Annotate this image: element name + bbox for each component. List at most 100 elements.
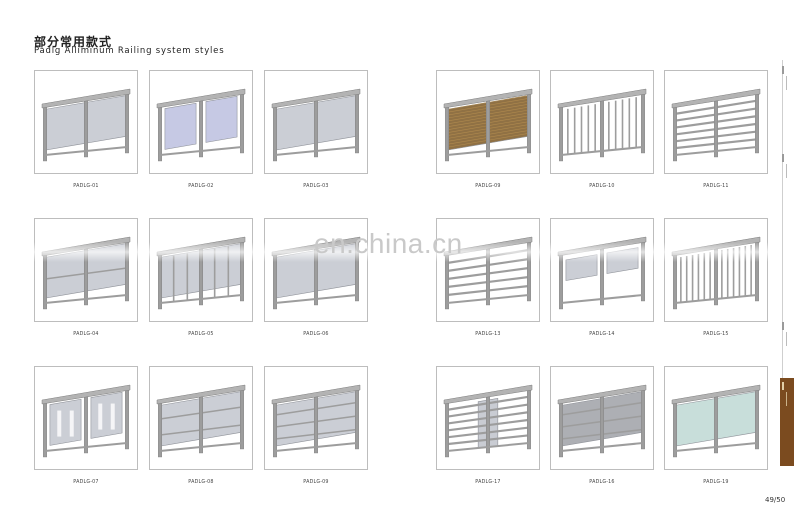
product-card[interactable] <box>664 366 768 470</box>
railing-panel <box>205 95 238 143</box>
railing-post <box>526 386 531 450</box>
railing-post <box>272 104 277 162</box>
product-card[interactable] <box>149 366 253 470</box>
mesh-line <box>489 101 528 109</box>
railing-post <box>314 97 319 158</box>
mesh-line <box>448 102 487 110</box>
railing-panel <box>46 102 85 151</box>
railing-post <box>672 400 677 458</box>
top-handrail <box>41 384 131 405</box>
railing-illustration <box>557 88 647 162</box>
bottom-rail <box>274 146 358 156</box>
bottom-rail <box>159 442 243 452</box>
top-handrail <box>671 88 761 109</box>
railing-post <box>486 97 491 158</box>
top-handrail <box>271 384 361 405</box>
mesh-line <box>448 131 487 139</box>
product-code: PADLG-13 <box>475 332 501 337</box>
railing-illustration <box>41 384 131 458</box>
railing-illustration <box>671 236 761 310</box>
catalog-heading-en: Padlg Alliminum Railing system styles <box>34 46 225 56</box>
bottom-rail <box>560 146 644 156</box>
mesh-line <box>489 95 528 103</box>
railing-post <box>444 400 449 458</box>
mesh-line <box>448 108 487 116</box>
product-card[interactable] <box>264 366 368 470</box>
product-code: PADLG-04 <box>73 332 99 337</box>
railing-illustration <box>671 384 761 458</box>
mesh-line <box>489 115 528 123</box>
railing-panel <box>87 95 126 144</box>
product-card[interactable] <box>664 70 768 174</box>
railing-post <box>42 104 47 162</box>
product-code: PADLG-01 <box>73 184 99 189</box>
railing-illustration <box>156 88 246 162</box>
mesh-line <box>489 127 528 135</box>
railing-panel <box>90 391 123 439</box>
railing-illustration <box>557 384 647 458</box>
mesh-line <box>448 140 487 148</box>
product-code: PADLG-09 <box>303 480 329 485</box>
railing-panel <box>161 398 200 447</box>
mesh-line <box>448 114 487 122</box>
watermark-haze <box>0 242 800 262</box>
railing-post <box>526 90 531 154</box>
mesh-line <box>489 98 528 106</box>
product-card[interactable] <box>436 366 540 470</box>
top-handrail <box>41 88 131 109</box>
bottom-rail <box>44 294 128 304</box>
side-index-line <box>782 60 783 460</box>
side-tab-3[interactable] <box>780 318 794 352</box>
railing-post <box>239 90 244 154</box>
railing-post <box>124 386 129 450</box>
catalog-heading-cn: 部分常用款式 <box>34 35 113 49</box>
top-handrail <box>557 384 647 405</box>
railing-post <box>714 393 719 454</box>
product-card[interactable] <box>34 218 138 322</box>
product-code: PADLG-14 <box>589 332 615 337</box>
railing-post <box>157 400 162 458</box>
railing-post <box>600 97 605 158</box>
product-card[interactable] <box>34 366 138 470</box>
top-handrail <box>156 88 246 109</box>
product-card[interactable] <box>550 366 654 470</box>
side-tab-active[interactable] <box>780 378 794 466</box>
inset-stripe <box>110 403 115 430</box>
product-card[interactable] <box>149 218 253 322</box>
top-handrail <box>156 384 246 405</box>
product-code: PADLG-15 <box>703 332 729 337</box>
product-code: PADLG-19 <box>703 480 729 485</box>
railing-post <box>199 393 204 454</box>
bottom-rail <box>159 146 243 156</box>
railing-post <box>272 400 277 458</box>
product-card[interactable] <box>550 70 654 174</box>
product-card[interactable] <box>550 218 654 322</box>
side-tab-2[interactable] <box>780 150 794 184</box>
railing-illustration <box>557 236 647 310</box>
railing-illustration <box>41 236 131 310</box>
product-card[interactable] <box>149 70 253 174</box>
railing-illustration <box>156 236 246 310</box>
railing-panel <box>164 102 197 150</box>
railing-post <box>444 104 449 162</box>
railing-panel <box>202 391 241 440</box>
top-handrail <box>557 88 647 109</box>
product-card[interactable] <box>436 70 540 174</box>
product-code: PADLG-17 <box>475 480 501 485</box>
railing-post <box>314 393 319 454</box>
railing-post <box>714 97 719 158</box>
product-code: PADLG-05 <box>188 332 214 337</box>
inset-stripe <box>69 410 74 437</box>
product-code: PADLG-10 <box>589 184 615 189</box>
product-code: PADLG-03 <box>303 184 329 189</box>
mesh-line <box>448 128 487 136</box>
product-code: PADLG-11 <box>703 184 729 189</box>
product-card[interactable] <box>264 70 368 174</box>
bottom-rail <box>44 442 128 452</box>
product-card[interactable] <box>664 218 768 322</box>
product-card[interactable] <box>34 70 138 174</box>
side-tab-1[interactable] <box>780 62 794 96</box>
railing-post <box>354 386 359 450</box>
product-code: PADLG-06 <box>303 332 329 337</box>
mesh-line <box>489 107 528 115</box>
